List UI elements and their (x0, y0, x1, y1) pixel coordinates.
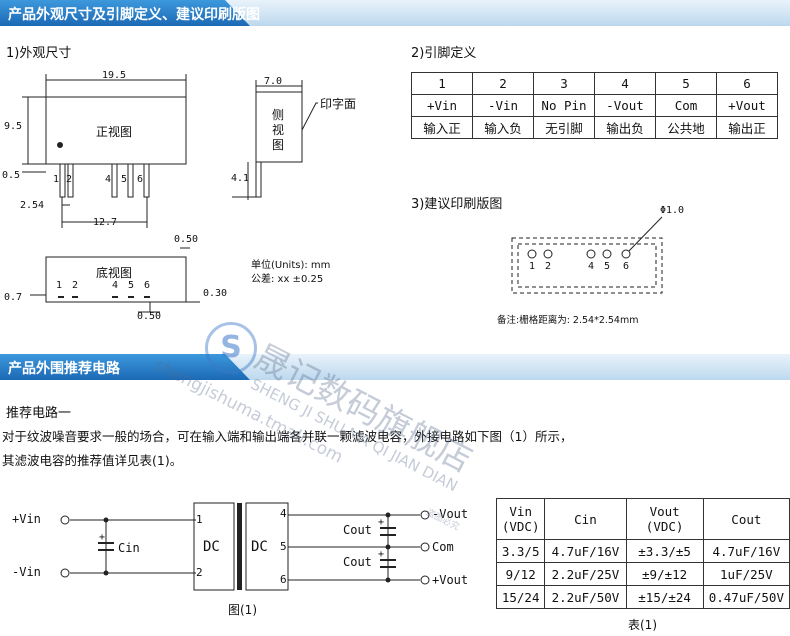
bottom-pin-2: 2 (72, 280, 79, 291)
out-neg-label: -Vout (432, 507, 469, 521)
section-banner-circuit: 产品外围推荐电路 (0, 354, 790, 380)
side-view-label: 侧视图 (272, 108, 285, 152)
shop-logo: S (205, 322, 257, 374)
pin1-dot (57, 142, 63, 148)
tolerance-line: 公差: xx ±0.25 (251, 274, 324, 285)
dims-heading: 1)外观尺寸 (6, 46, 72, 61)
dc-left-label: DC (203, 539, 220, 555)
pcb-heading: 3)建议印刷版图 (411, 197, 503, 212)
front-pin-6: 6 (137, 174, 144, 185)
pcb-pin-1: 1 (529, 261, 536, 272)
front-pin-5: 5 (121, 174, 128, 185)
figure-caption: 图(1) (228, 603, 257, 617)
front-width: 19.5 (102, 70, 127, 81)
pcb-note: 备注:栅格距离为: 2.54*2.54mm (497, 315, 639, 326)
front-pin-4: 4 (105, 174, 112, 185)
side-width: 7.0 (264, 76, 283, 87)
bottom-dim-left: 0.7 (4, 292, 23, 303)
front-pin-1: 1 (53, 174, 60, 185)
pin-function-row: 输入正输入负无引脚 输出负公共地输出正 (411, 116, 778, 139)
bottom-pin-6: 6 (144, 280, 151, 291)
hole-diameter: Φ1.0 (660, 205, 685, 216)
bottom-dim-top: 0.50 (174, 234, 199, 245)
table-header: Vin (VDC) Cin Vout (VDC) Cout (495, 498, 790, 540)
left-pin-1: 1 (196, 513, 203, 526)
bottom-pin-1: 1 (56, 280, 63, 291)
table-caption: 表(1) (628, 618, 657, 632)
bottom-dim-right: 0.30 (203, 288, 228, 299)
pins-heading: 2)引脚定义 (411, 46, 477, 61)
right-pin-5: 5 (280, 540, 287, 553)
pcb-pin-4: 4 (588, 261, 595, 272)
cout1-plus: + (378, 517, 385, 528)
cin-plus: + (99, 532, 106, 543)
bottom-dim-bottom: 0.50 (137, 311, 162, 322)
bottom-pin-4: 4 (112, 280, 119, 291)
right-pin-4: 4 (280, 507, 287, 520)
cout-label-2: Cout (343, 555, 372, 569)
print-face-label: 印字面 (320, 97, 357, 111)
circuit-paragraph-2: 其滤波电容的推荐值详见表(1)。 (2, 453, 183, 468)
left-pin-2: 2 (196, 566, 203, 579)
vin-pos-label: +Vin (12, 512, 41, 526)
cin-label: Cin (118, 541, 140, 555)
bottom-view-label: 底视图 (96, 266, 133, 280)
right-pin-6: 6 (280, 573, 287, 586)
pin-span: 12.7 (93, 217, 118, 228)
out-pos-label: +Vout (432, 573, 469, 587)
pcb-pin-2: 2 (545, 261, 552, 272)
section-banner-dimensions: 产品外观尺寸及引脚定义、建议印刷版图 (0, 0, 790, 26)
out-com-label: Com (432, 540, 454, 554)
pin-pitch: 2.54 (20, 200, 45, 211)
front-standoff: 0.5 (2, 170, 21, 181)
section-title: 产品外围推荐电路 (8, 361, 120, 377)
circuit-paragraph-1: 对于纹波噪音要求一般的场合，可在输入端和输出端各并联一颗滤波电容，外接电路如下图… (2, 429, 573, 444)
section-title: 产品外观尺寸及引脚定义、建议印刷版图 (8, 7, 260, 23)
front-view-label: 正视图 (96, 125, 133, 139)
pcb-pin-5: 5 (604, 261, 611, 272)
cout-label-1: Cout (343, 523, 372, 537)
bottom-pin-5: 5 (128, 280, 135, 291)
pcb-pin-6: 6 (623, 261, 630, 272)
side-pin-length: 4.1 (231, 173, 250, 184)
vin-neg-label: -Vin (12, 565, 41, 579)
front-pin-2: 2 (66, 174, 73, 185)
dc-right-label: DC (251, 539, 268, 555)
cout2-plus: + (378, 549, 385, 560)
front-height: 9.5 (4, 121, 23, 132)
circuit-subheading: 推荐电路一 (6, 406, 72, 421)
units-line: 单位(Units): mm (251, 260, 331, 271)
